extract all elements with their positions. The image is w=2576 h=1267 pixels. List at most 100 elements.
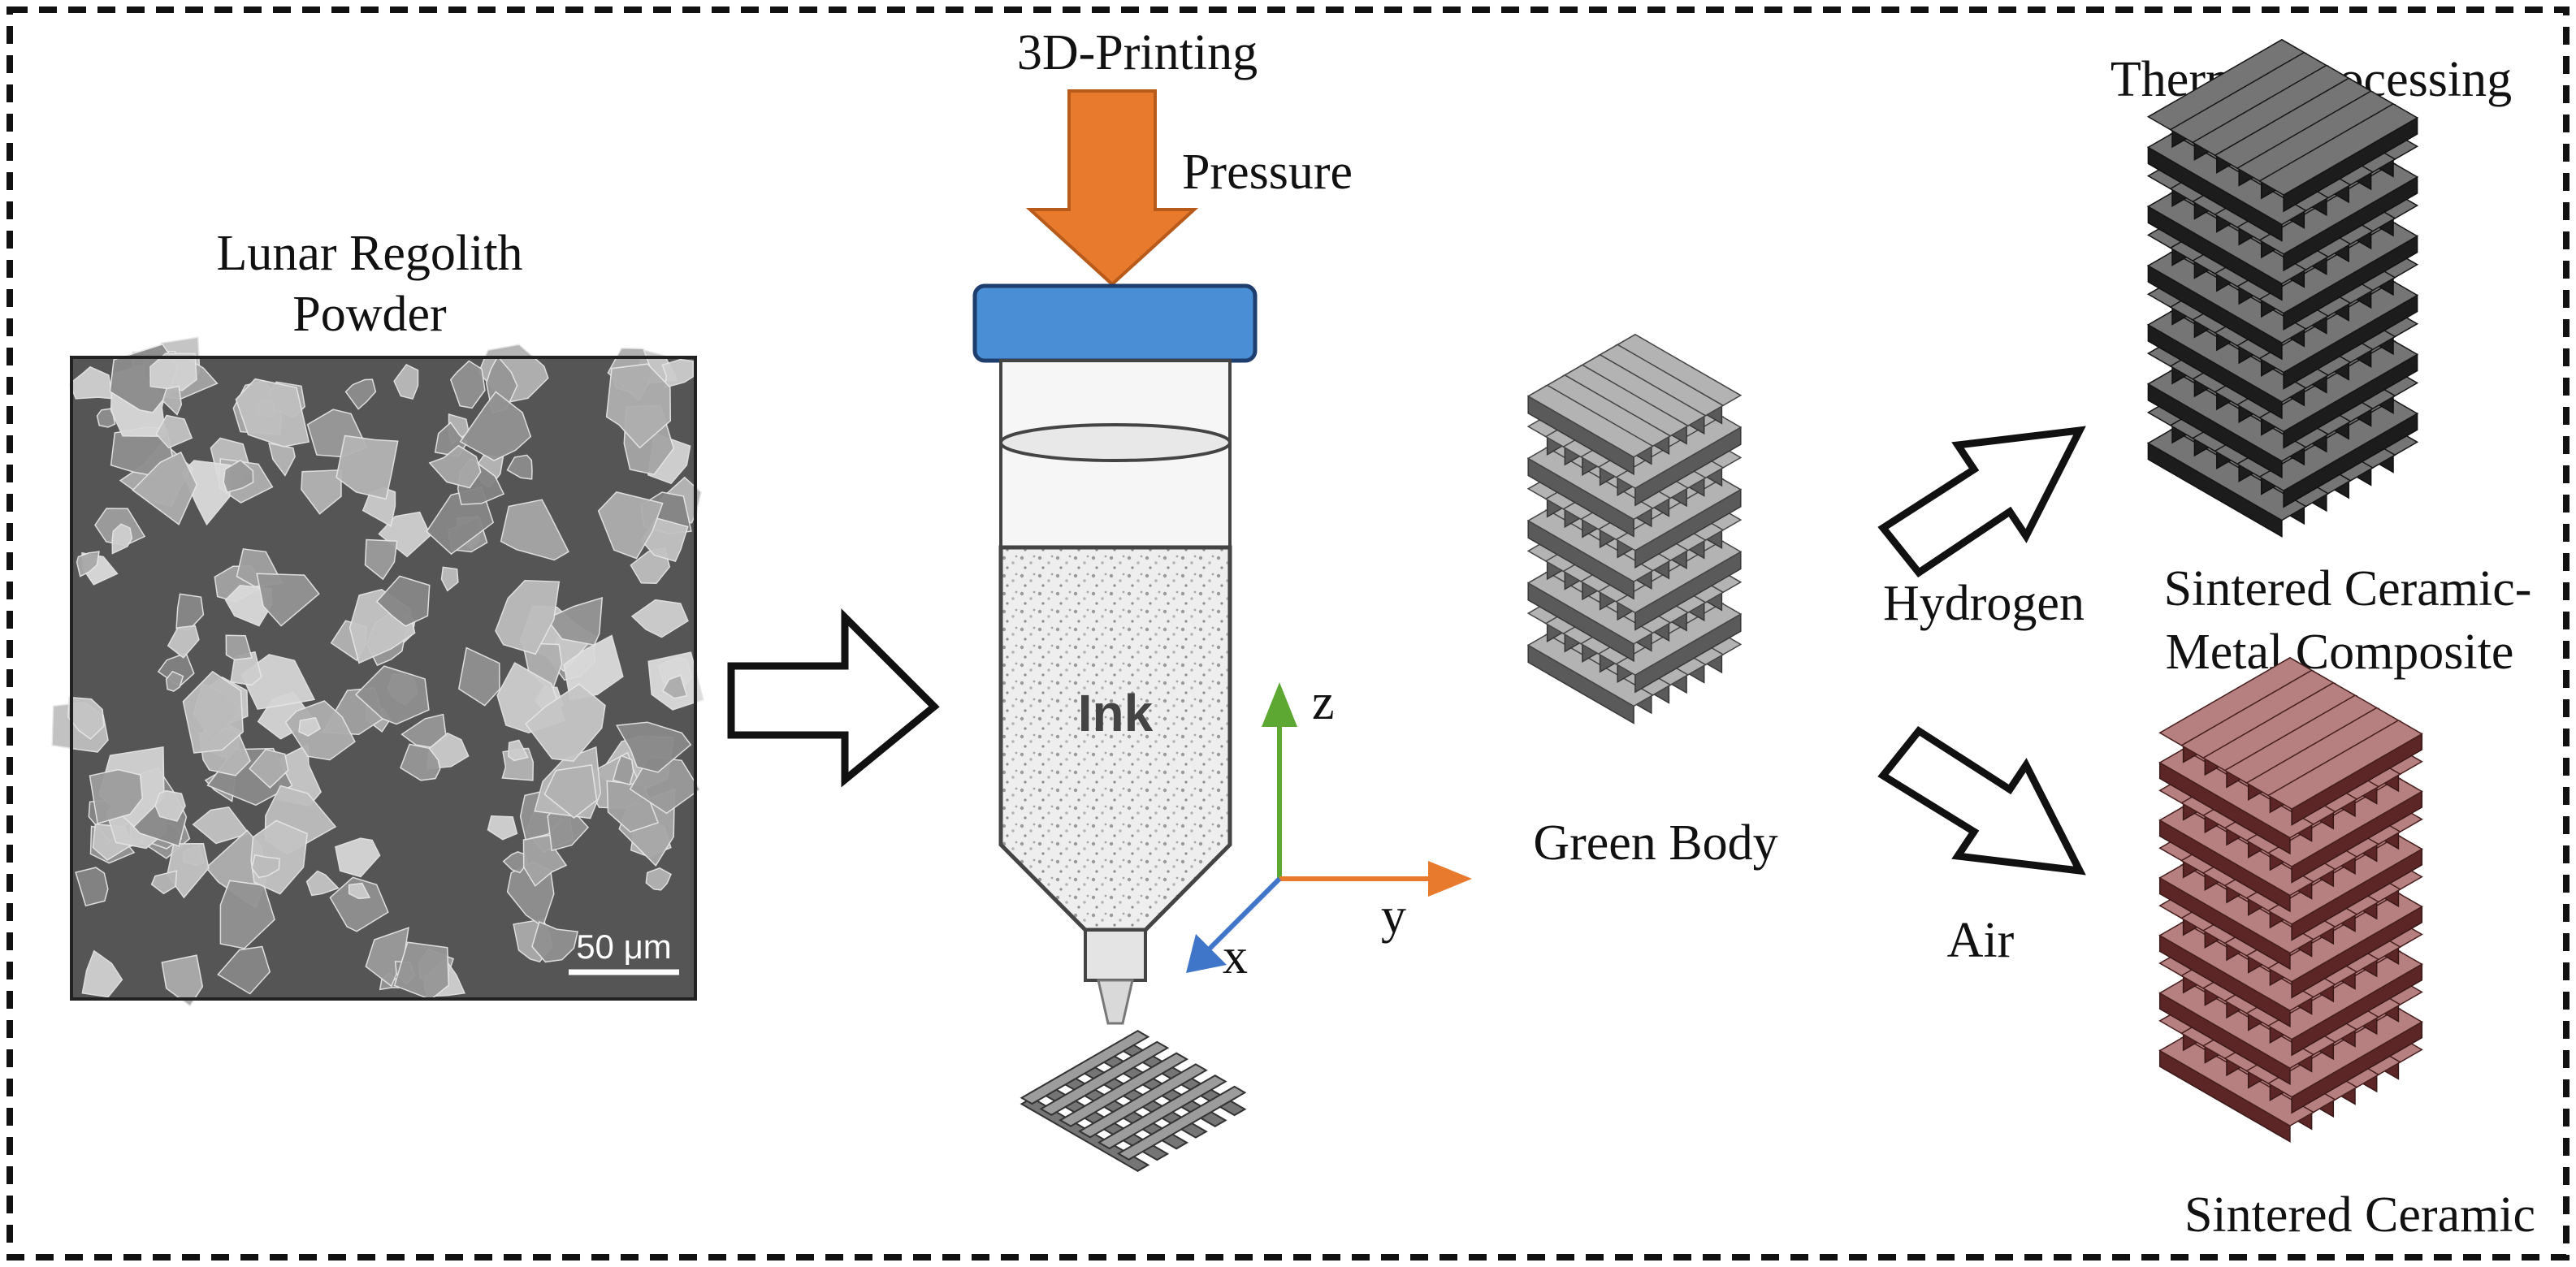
hollow-arrow-to-printer	[727, 608, 940, 788]
hydrogen-label: Hydrogen	[1883, 576, 2085, 631]
regolith-particle	[75, 867, 109, 907]
regolith-particle	[284, 700, 356, 761]
regolith-particle	[81, 949, 123, 998]
regolith-particle	[487, 815, 518, 841]
hollow-arrow-air	[1877, 726, 2086, 876]
hollow-arrow-hydrogen	[1877, 426, 2086, 578]
axis-x-label: x	[1223, 929, 1248, 984]
regolith-particle	[76, 551, 100, 577]
printed-grid	[1020, 1030, 1247, 1172]
pressure-arrow	[1025, 89, 1199, 287]
ceramic-metal-label-line1: Sintered Ceramic-	[2164, 561, 2532, 616]
ceramic-metal-lattice	[2146, 38, 2419, 538]
scale-bar-label: 50 μm	[576, 928, 672, 966]
regolith-particle	[249, 748, 289, 789]
axis-y-arrowhead	[1428, 861, 1472, 897]
regolith-particle	[251, 854, 280, 879]
regolith-particle	[531, 920, 579, 963]
regolith-particle	[457, 646, 500, 707]
regolith-particle	[149, 352, 197, 391]
regolith-particle	[525, 683, 606, 762]
regolith-particle	[192, 806, 250, 845]
powder-title-line1: Lunar Regolith	[216, 226, 522, 281]
printed-grid-bar	[1039, 1040, 1170, 1116]
regolith-particle	[217, 945, 271, 995]
regolith-particle	[362, 487, 396, 527]
air-label: Air	[1947, 913, 2015, 968]
regolith-particle	[597, 491, 664, 560]
regolith-particle	[335, 837, 381, 878]
lattice-bar-top	[2266, 720, 2423, 810]
regolith-particle	[508, 739, 530, 762]
sem-image: 50 μm	[51, 336, 704, 1007]
regolith-particle	[615, 721, 692, 773]
regolith-particle	[268, 442, 296, 477]
regolith-particle	[661, 358, 695, 389]
regolith-particle	[336, 435, 399, 500]
regolith-particle	[365, 927, 409, 988]
regolith-particle	[161, 954, 204, 1007]
regolith-particles	[51, 336, 704, 1007]
regolith-particle	[364, 538, 398, 581]
regolith-particle	[612, 755, 634, 786]
regolith-particle	[69, 365, 114, 400]
printed-grid-bar	[1020, 1030, 1150, 1105]
syringe-cap	[972, 283, 1258, 363]
ceramic-metal-label-line2: Metal Composite	[2166, 625, 2514, 680]
regolith-particle	[506, 454, 533, 480]
regolith-particle	[235, 378, 310, 448]
axis-x-arrowhead	[1186, 934, 1227, 973]
regolith-particle	[305, 870, 340, 897]
regolith-particle	[629, 755, 701, 815]
regolith-particle	[393, 363, 419, 400]
printed-grid-bar	[1097, 1075, 1227, 1150]
pressure-label: Pressure	[1182, 145, 1353, 200]
regolith-particle	[223, 459, 254, 494]
sintered-ceramic-lattice	[2158, 656, 2423, 1143]
regolith-particle	[459, 391, 532, 461]
regolith-particle	[155, 414, 193, 449]
regolith-particle	[393, 941, 450, 1001]
axis-y-label: y	[1381, 889, 1406, 944]
syringe: Ink	[972, 283, 1258, 1025]
regolith-particle	[543, 764, 598, 819]
regolith-particle	[400, 743, 441, 781]
regolith-particle	[630, 599, 689, 638]
printed-grid-bar	[1077, 1063, 1208, 1139]
regolith-particle	[256, 573, 320, 627]
regolith-particle	[645, 867, 672, 891]
regolith-particle	[329, 876, 389, 932]
lattice-bar-top	[1526, 384, 1655, 458]
regolith-particle	[495, 580, 561, 655]
regolith-particle	[167, 625, 200, 659]
regolith-particle	[225, 634, 253, 661]
regolith-particle	[157, 652, 195, 688]
powder-title-line2: Powder	[292, 287, 447, 342]
regolith-particle	[449, 360, 486, 409]
regolith-particle	[132, 451, 198, 525]
green-body-lattice	[1526, 333, 1743, 724]
green-body-label: Green Body	[1533, 815, 1777, 871]
printed-grid-bar	[1059, 1052, 1189, 1127]
regolith-particle	[661, 674, 688, 699]
regolith-particle	[500, 499, 569, 561]
regolith-particle	[230, 651, 262, 686]
regolith-particle	[440, 566, 459, 592]
regolith-particle	[167, 842, 210, 899]
regolith-particle	[154, 789, 186, 822]
regolith-particle	[182, 670, 244, 754]
axis-z-label: z	[1312, 675, 1335, 730]
regolith-particle	[111, 523, 133, 555]
regolith-particle	[375, 575, 431, 627]
regolith-particle	[89, 768, 144, 825]
regolith-particle	[165, 670, 184, 692]
regolith-particle	[344, 378, 377, 410]
sintered-ceramic-label: Sintered Ceramic	[2184, 1187, 2535, 1243]
printed-grid-bar	[1116, 1085, 1247, 1161]
ink-label: Ink	[1078, 684, 1154, 742]
axis-z-arrowhead	[1262, 682, 1297, 727]
regolith-particle	[605, 363, 672, 449]
regolith-particle	[354, 665, 430, 725]
coordinate-axes: z y x	[1186, 675, 1472, 984]
